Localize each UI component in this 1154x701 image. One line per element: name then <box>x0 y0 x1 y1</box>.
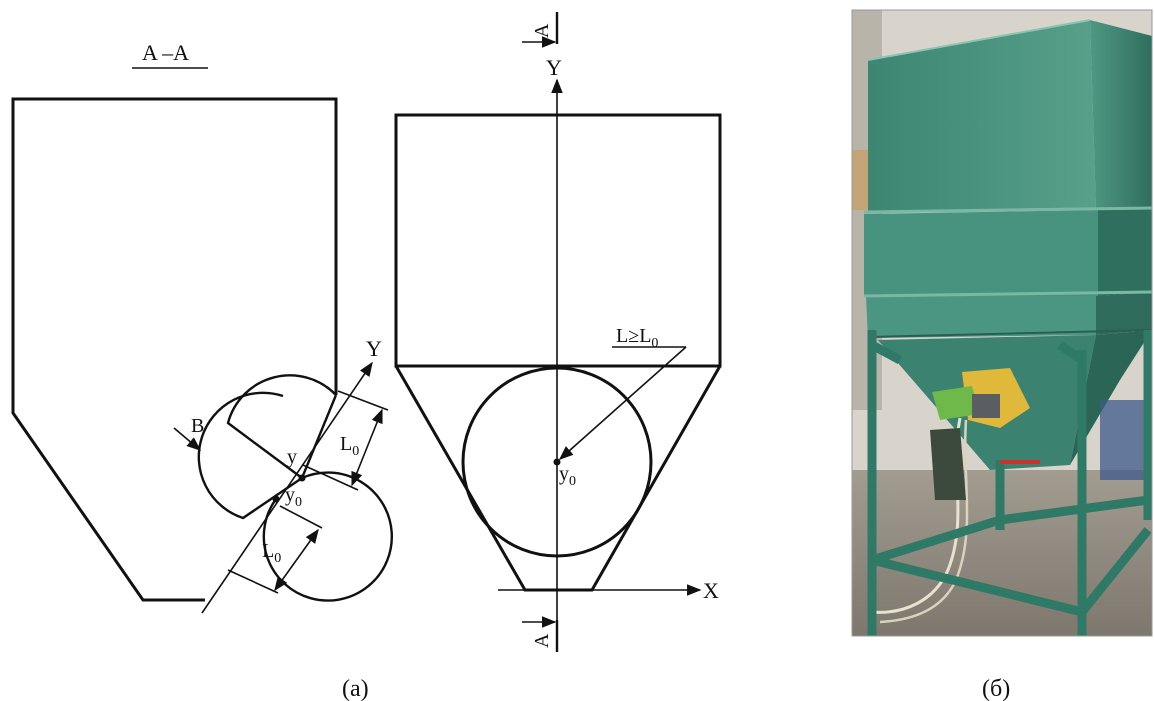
photo-bin-low-side <box>1096 292 1152 335</box>
hopper-outline-section <box>11 97 338 602</box>
axis-x-front-label: X <box>703 578 719 603</box>
photo-frame <box>867 330 1153 636</box>
dim-lower-line <box>274 528 319 592</box>
bin-body-front <box>394 113 722 368</box>
section-mark-bottom: A <box>531 633 553 648</box>
point-y0-label: y0 <box>285 484 302 510</box>
dim-upper-ext1 <box>337 390 389 411</box>
photo-motor <box>972 394 1000 418</box>
semicircle-upper-rim <box>300 394 338 479</box>
view-b-label: B <box>191 415 204 437</box>
dim-lower-ext2 <box>227 569 279 594</box>
radius-leader <box>558 346 687 460</box>
photo-blue-shelf <box>1100 400 1152 480</box>
photo-seam-2 <box>863 290 1153 298</box>
center-point-y0 <box>553 458 561 466</box>
semicircle-upper <box>226 374 337 479</box>
hopper-photo <box>851 9 1153 637</box>
dim-lower-label: L0 <box>262 540 281 566</box>
photo-bin-mid-side <box>1098 210 1152 296</box>
inclined-axis-y-label: Y <box>366 336 382 361</box>
photo-border <box>851 9 1153 637</box>
dim-lower-ext1 <box>279 505 323 529</box>
section-view: A –A Y y y0 B L0 L0 <box>11 40 393 614</box>
view-b-arrow <box>173 427 202 451</box>
photo-bin-low-front <box>866 296 1096 338</box>
dim-upper-ext2 <box>302 464 359 491</box>
radius-label: L≥L0 <box>616 325 658 351</box>
point-y0 <box>272 495 280 503</box>
photo-bin-mid-front <box>864 210 1098 296</box>
dim-upper-line <box>351 408 383 487</box>
photo-dark-object <box>930 428 966 500</box>
dim-upper-label: L0 <box>340 433 359 459</box>
photo-seam-3 <box>867 329 1153 338</box>
photo-hopper-cone-side <box>1070 330 1152 465</box>
point-y-label: y <box>287 446 297 468</box>
axis-y-front-label: Y <box>546 55 562 80</box>
photo-sensor-unit <box>932 386 980 420</box>
center-label: y0 <box>559 463 576 489</box>
point-y <box>298 474 306 482</box>
photo-seam-1 <box>863 206 1153 214</box>
photo-bin-top-side <box>1090 20 1152 210</box>
front-view: A A Y X y0 L≥L0 <box>394 12 722 652</box>
caption-b: (б) <box>982 676 1010 701</box>
section-mark-top: A <box>531 23 553 38</box>
photo-edge-top <box>867 19 1091 61</box>
caption-a: (a) <box>342 676 369 701</box>
section-title: A –A <box>142 40 189 65</box>
photo-cable-2 <box>879 419 969 624</box>
photo-bin-top-front <box>868 20 1096 212</box>
